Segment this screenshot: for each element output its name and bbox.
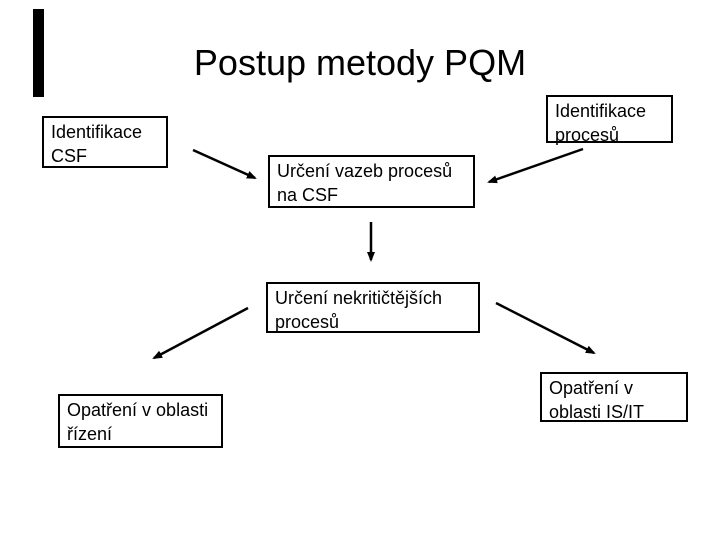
box-opatreni-isit: Opatření v oblasti IS/IT [540,372,688,422]
box-urceni-vazeb: Určení vazeb procesů na CSF [268,155,475,208]
box-identifikace-procesu: Identifikace procesů [546,95,673,145]
arrow-nekrit-to-isit [495,301,596,355]
arrow-procesu-to-vazby [487,147,584,184]
box-opatreni-rizeni: Opatření v oblasti řízení [58,394,223,448]
box-urceni-nekritictejsich: Určení nekritičtějších procesů [266,282,480,333]
box-identifikace-csf: Identifikace CSF [42,116,168,168]
arrow-csf-to-vazby [192,148,257,180]
text-cursor-bar [33,9,44,97]
arrow-nekrit-to-rizeni [152,306,249,360]
slide-title: Postup metody PQM [193,42,527,83]
